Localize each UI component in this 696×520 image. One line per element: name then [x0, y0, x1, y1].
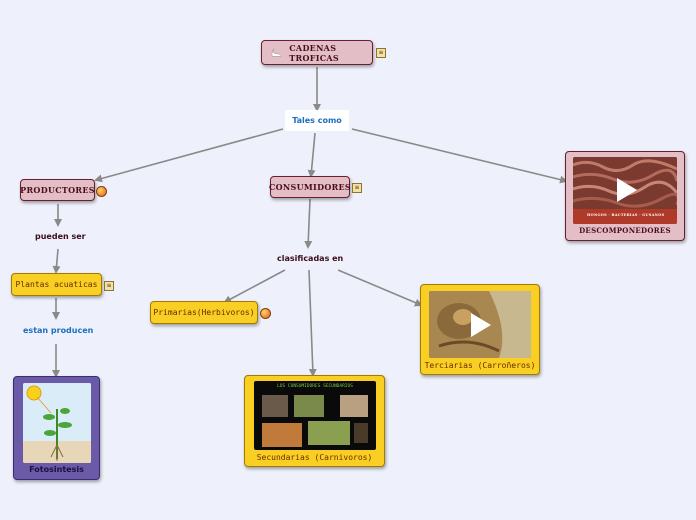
photosynthesis-diagram[interactable]	[23, 383, 91, 463]
edge-tales-consumidores	[307, 132, 316, 178]
node-primarias[interactable]: Primarias(Herbivoros)	[150, 301, 258, 324]
node-fotosintesis[interactable]: Fotosintesis	[13, 376, 100, 480]
collage-photos	[262, 395, 368, 447]
play-icon[interactable]	[615, 177, 639, 203]
edge-consumidores-clasificadas	[304, 198, 313, 249]
note-icon[interactable]: ≡	[376, 48, 386, 58]
node-clasificadas-en[interactable]: clasificadas en	[277, 254, 344, 263]
edge-tales-productores	[94, 128, 284, 183]
node-secundarias[interactable]: LOS CONSUMIDORES SECUNDARIOS Secundarias…	[244, 375, 385, 467]
node-label: CADENAS TROFICAS	[289, 42, 340, 63]
node-label: DESCOMPONEDORES	[579, 226, 671, 235]
node-terciarias[interactable]: Terciarias (Carroñeros)	[420, 284, 540, 375]
node-label: Terciarias (Carroñeros)	[424, 361, 536, 370]
node-estan-producen[interactable]: estan producen	[23, 326, 94, 335]
play-icon[interactable]	[469, 312, 493, 338]
node-label: Fotosintesis	[29, 465, 84, 474]
note-icon[interactable]: ≡	[104, 281, 114, 291]
node-label: CONSUMIDORES	[268, 182, 352, 192]
collage-banner: LOS CONSUMIDORES SECUNDARIOS	[277, 384, 353, 389]
edge-tales-descomponedores	[351, 128, 568, 184]
node-consumidores[interactable]: CONSUMIDORES	[268, 176, 352, 198]
globe-icon[interactable]	[96, 186, 107, 197]
node-label: Tales como	[292, 116, 342, 125]
node-descomponedores[interactable]: HONGOS · BACTERIAS · GUSANOS DESCOMPONED…	[565, 151, 685, 241]
photosynthesis-illustration	[23, 383, 91, 463]
edge-clasificadas-secundarias	[308, 269, 317, 377]
edge-pueden-plantas	[52, 248, 61, 274]
globe-icon[interactable]	[260, 308, 271, 319]
node-cadenas-troficas[interactable]: CADENAS TROFICAS	[261, 40, 373, 65]
node-label: Primarias(Herbivoros)	[153, 308, 255, 317]
swan-icon	[271, 48, 282, 57]
note-icon[interactable]: ≡	[352, 183, 362, 193]
node-productores[interactable]: PRODUCTORES	[20, 179, 95, 201]
carnivores-collage[interactable]: LOS CONSUMIDORES SECUNDARIOS	[254, 381, 376, 450]
node-label: Secundarias (Carnivoros)	[256, 453, 373, 462]
hyena-video-thumbnail[interactable]	[429, 291, 531, 358]
edge-clasificadas-terciarias	[337, 269, 423, 307]
node-pueden-ser[interactable]: pueden ser	[35, 232, 86, 241]
node-plantas-acuaticas[interactable]: Plantas acuaticas	[11, 273, 102, 296]
worms-image[interactable]: HONGOS · BACTERIAS · GUSANOS	[573, 157, 677, 224]
node-tales-como[interactable]: Tales como	[285, 110, 349, 131]
node-label: Plantas acuaticas	[15, 280, 98, 289]
descomp-banner: HONGOS · BACTERIAS · GUSANOS	[587, 213, 665, 217]
edge-clasificadas-primarias	[223, 269, 286, 303]
node-label: PRODUCTORES	[20, 185, 95, 195]
